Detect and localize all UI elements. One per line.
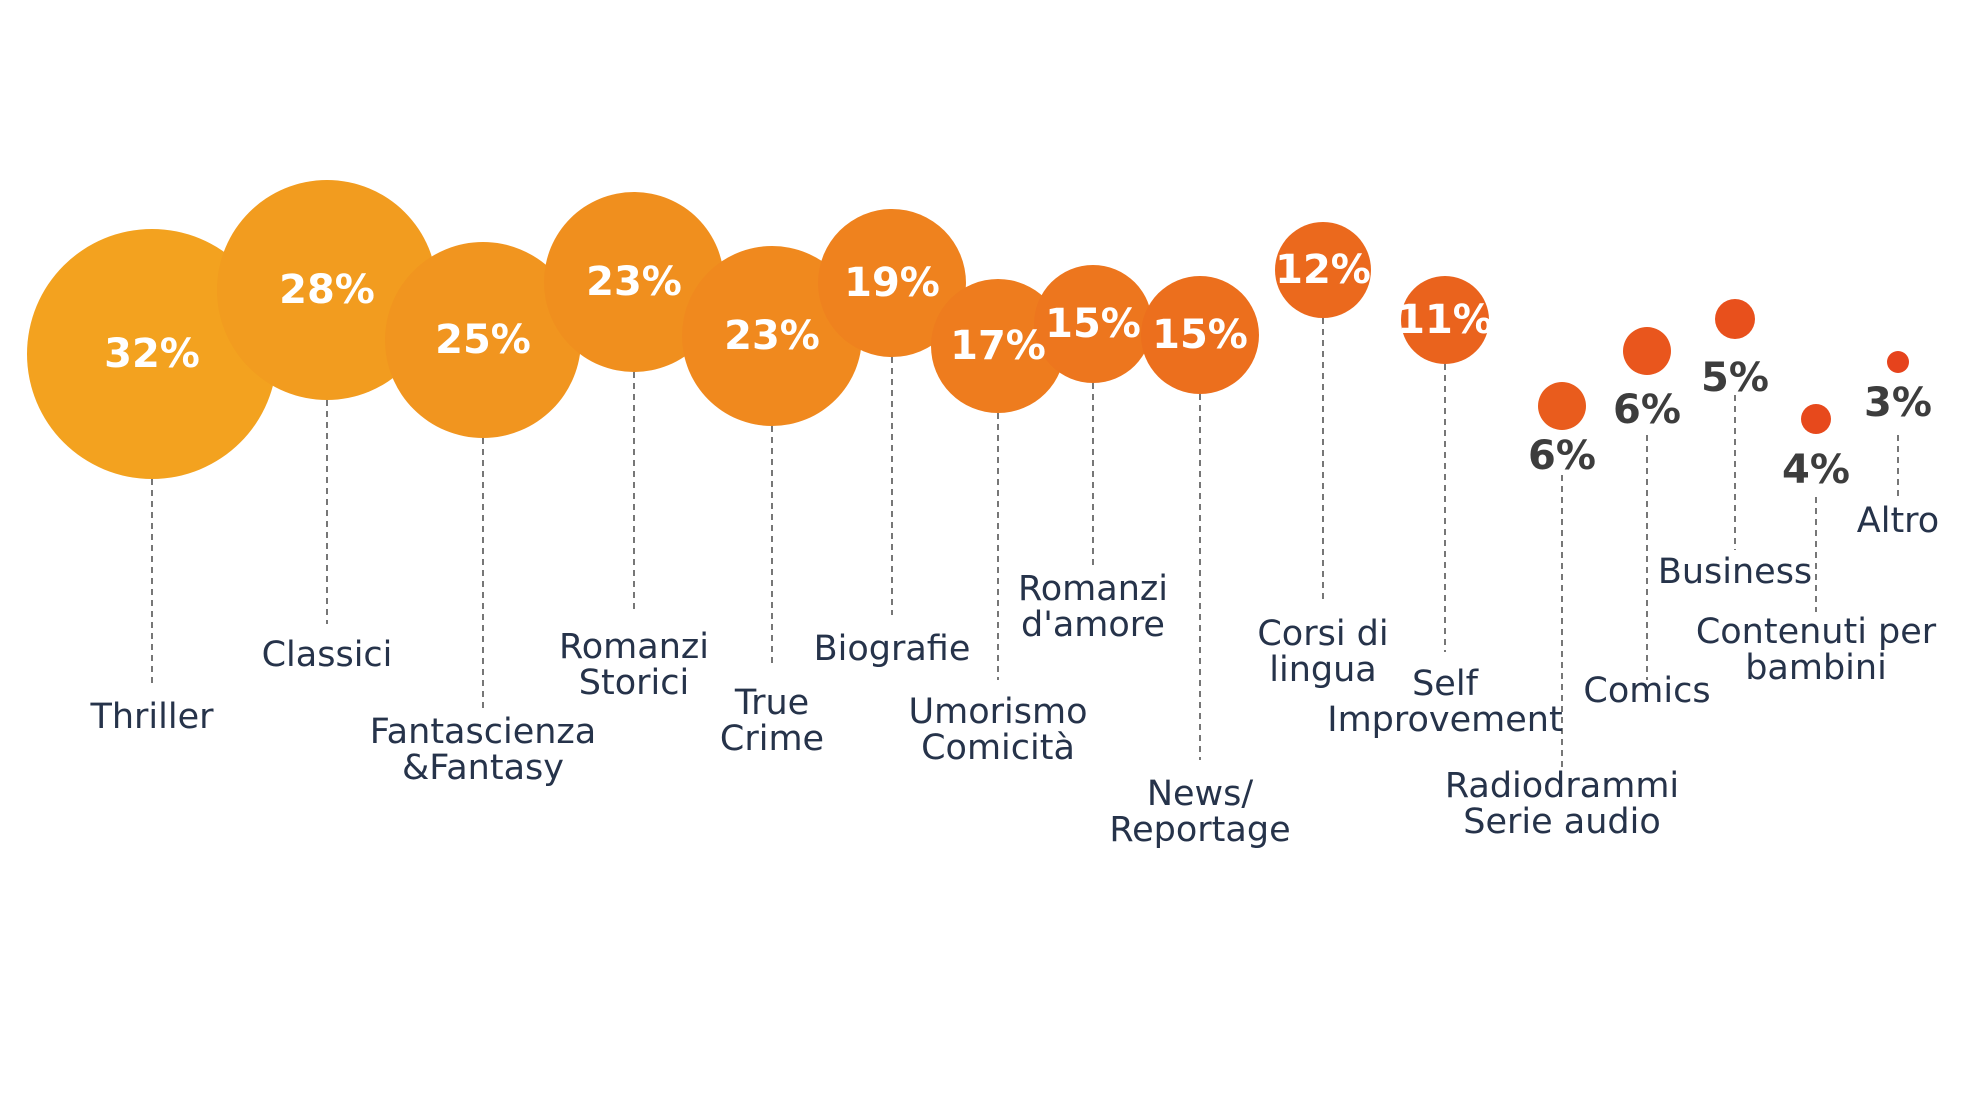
bubble (217, 180, 437, 400)
bubble (1801, 404, 1831, 434)
bubble (1715, 299, 1755, 339)
value-label: 17% (950, 323, 1046, 369)
value-label: 25% (435, 317, 531, 363)
value-label: 11% (1397, 297, 1493, 343)
bubble (682, 246, 862, 426)
bubble (27, 229, 277, 479)
value-label: 23% (724, 313, 820, 359)
category-label: Altro (1857, 501, 1939, 541)
value-label: 4% (1782, 447, 1850, 493)
value-label: 32% (104, 331, 200, 377)
value-label: 15% (1152, 312, 1248, 358)
category-label: Business (1658, 552, 1812, 592)
category-label: Comics (1583, 671, 1710, 711)
leader-lines (151, 318, 1899, 770)
value-labels: 32%28%25%23%23%19%17%15%15%12%11%6%6%5%4… (104, 247, 1932, 493)
bubble (544, 192, 724, 372)
value-label: 12% (1275, 247, 1371, 293)
bubble (1401, 276, 1489, 364)
value-label: 19% (844, 260, 940, 306)
bubble (1141, 276, 1259, 394)
bubble (1623, 327, 1671, 375)
category-label: Thriller (89, 697, 214, 737)
category-label: Classici (262, 635, 393, 675)
bubble (1538, 382, 1586, 430)
bubble (1887, 351, 1909, 373)
value-label: 3% (1864, 380, 1932, 426)
category-label: Fantascienza&Fantasy (370, 712, 596, 788)
value-label: 6% (1528, 433, 1596, 479)
value-label: 15% (1045, 301, 1141, 347)
category-label: Biografie (814, 629, 971, 669)
bubble (818, 209, 966, 357)
bubble (1275, 222, 1371, 318)
value-label: 23% (586, 259, 682, 305)
bubbles (27, 180, 1909, 479)
value-label: 5% (1701, 355, 1769, 401)
bubble (1034, 265, 1152, 383)
category-label: News/Reportage (1109, 774, 1290, 850)
value-label: 28% (279, 267, 375, 313)
value-label: 6% (1613, 387, 1681, 433)
bubble (385, 242, 581, 438)
bubble (931, 279, 1065, 413)
